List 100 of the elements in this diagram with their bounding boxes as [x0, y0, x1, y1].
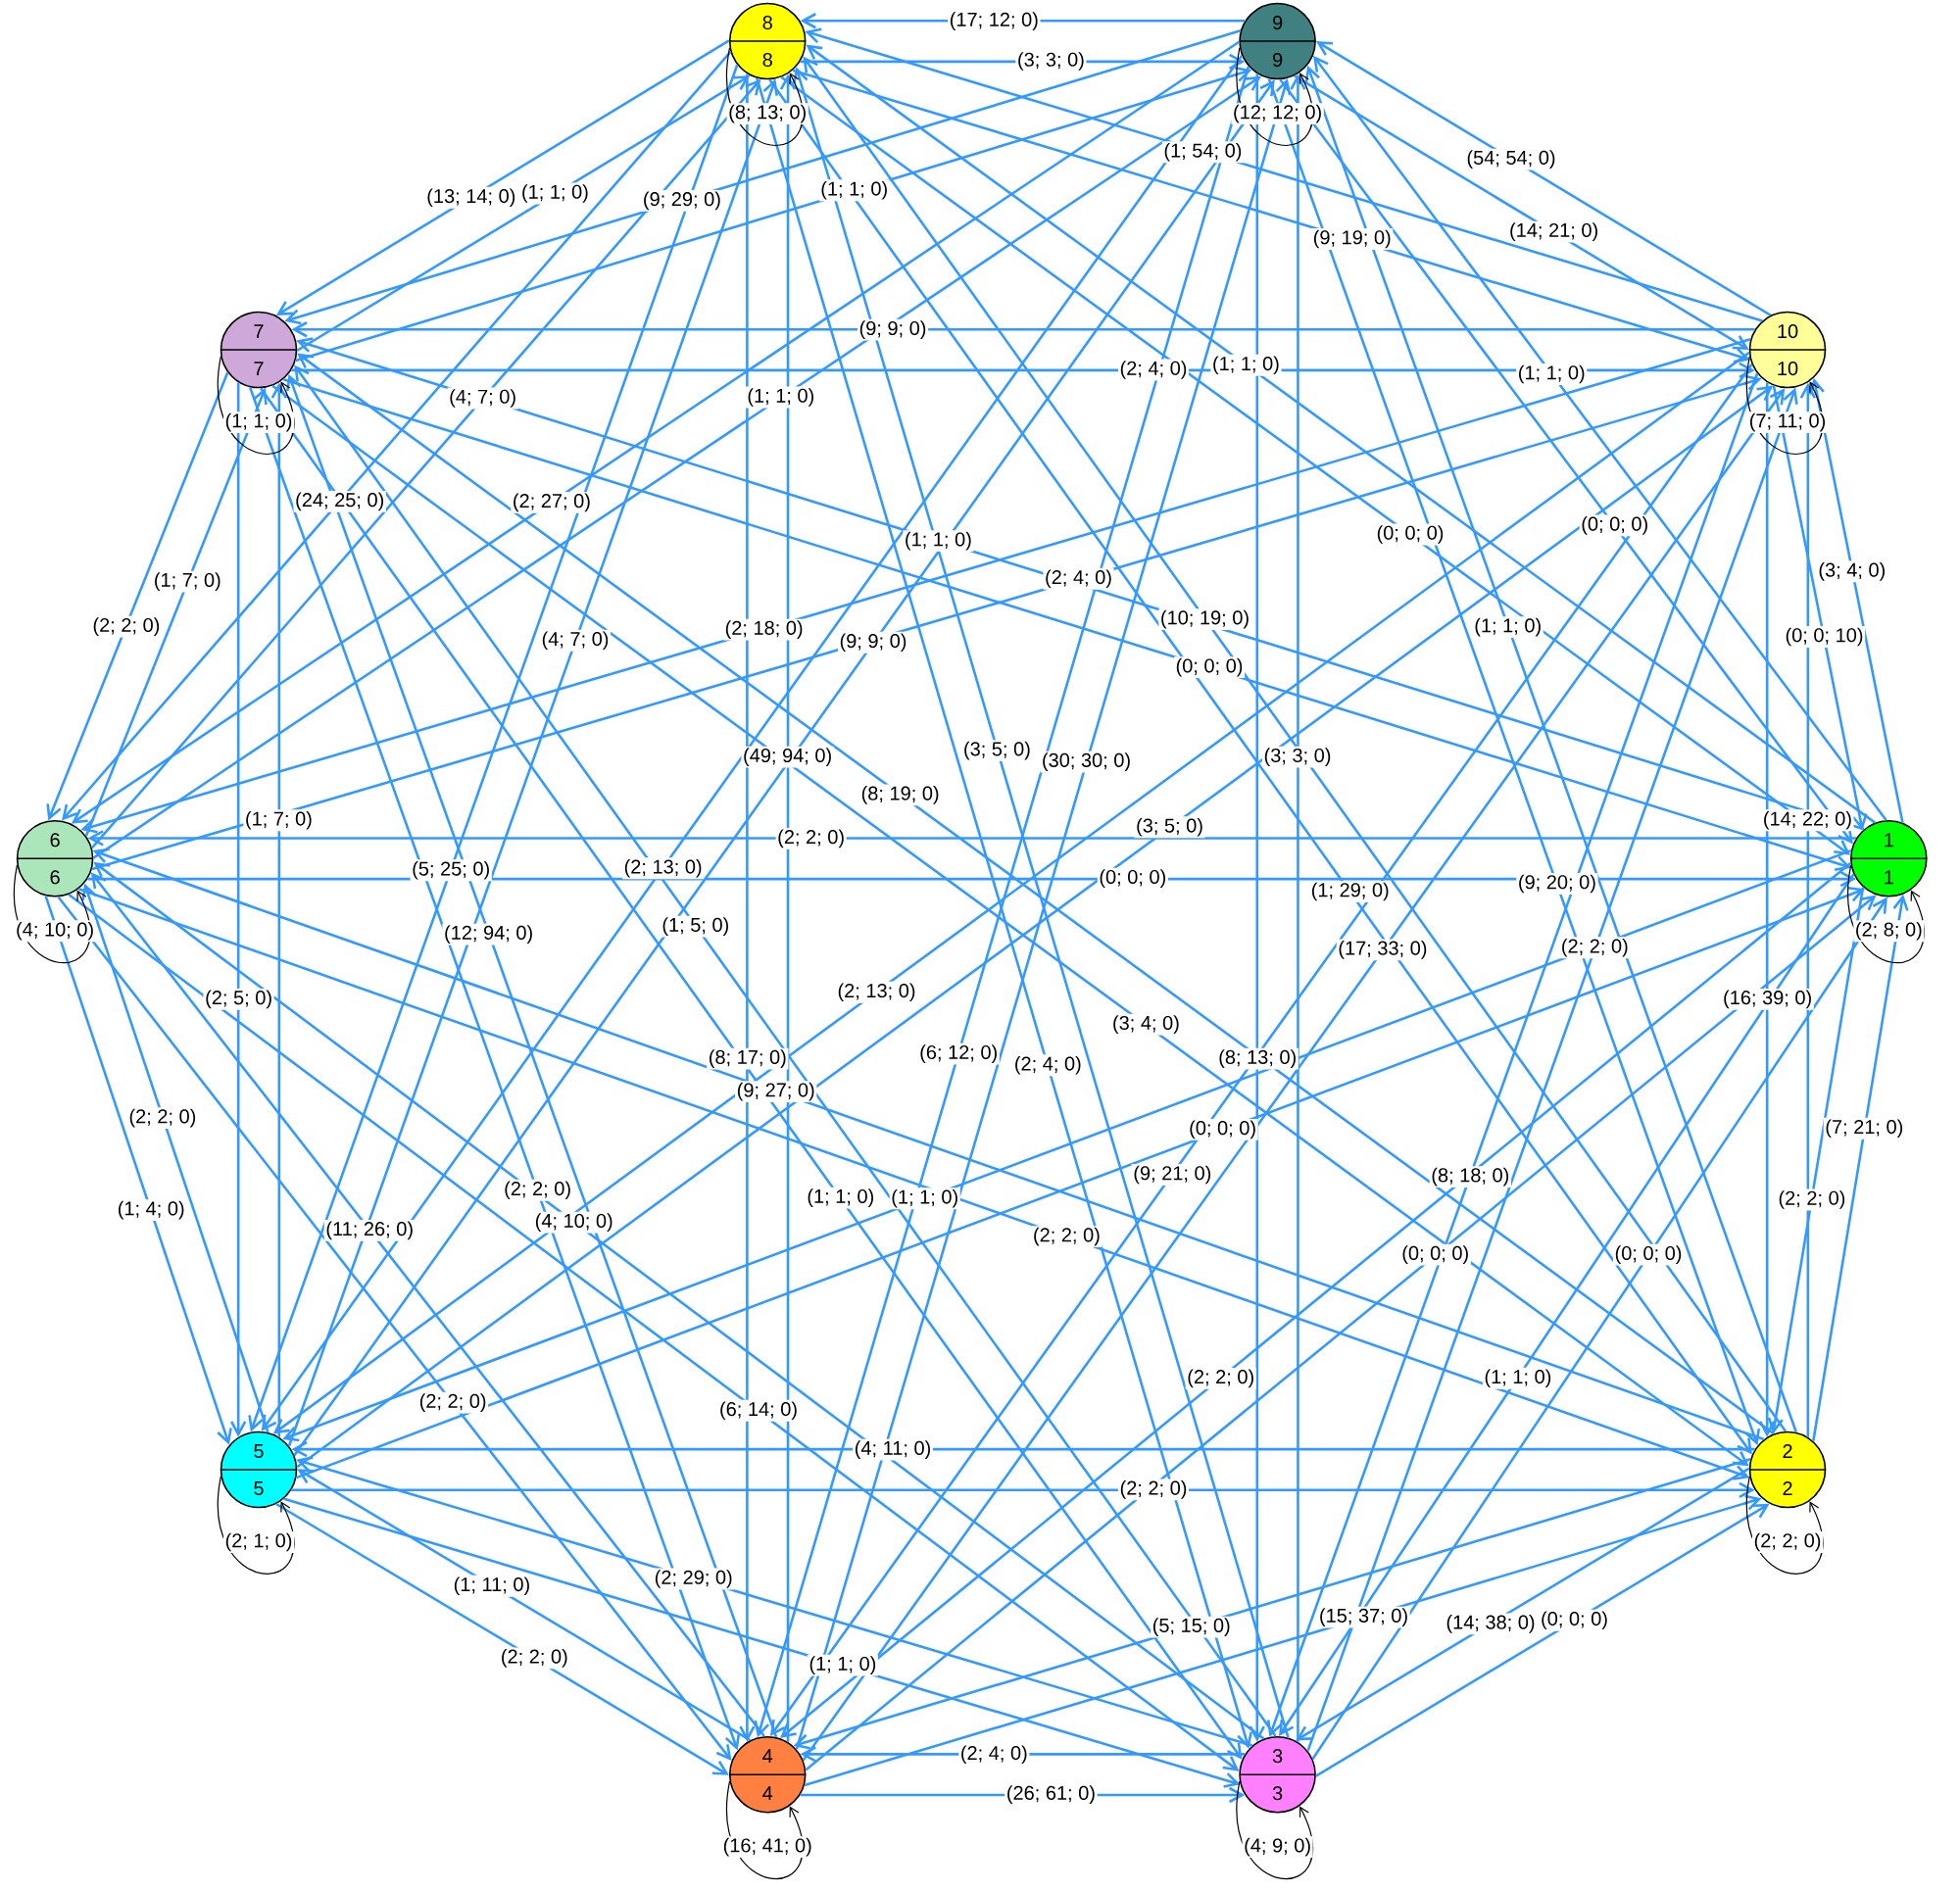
- edge-label: (2; 5; 0): [203, 988, 274, 1010]
- arrow: [284, 29, 1242, 325]
- arrow: [1315, 41, 1772, 316]
- loop-arrow: [1745, 1476, 1824, 1575]
- edge-label: (2; 18; 0): [723, 618, 806, 641]
- edge-label: (9; 29; 0): [641, 189, 723, 212]
- arrow: [81, 883, 270, 1433]
- edge-label: (9; 19; 0): [1311, 228, 1394, 250]
- arrow: [297, 1469, 752, 1742]
- edge-label: (1; 7; 0): [152, 570, 223, 593]
- edge-label: (2; 4; 0): [958, 1743, 1030, 1766]
- arrow: [1290, 73, 1306, 1742]
- edge-label: (0; 0; 10): [1783, 626, 1866, 648]
- arrow: [739, 73, 756, 1742]
- edge-label: (9; 21; 0): [1131, 1164, 1213, 1186]
- edge-label: (2; 29; 0): [653, 1568, 735, 1590]
- edge-label: (0; 0; 0): [1579, 514, 1650, 537]
- arrow: [1267, 77, 1761, 1446]
- arrow: [287, 78, 778, 1447]
- edge-label: (1; 5; 0): [660, 915, 731, 938]
- edge-label: (0; 0; 0): [1187, 1118, 1258, 1140]
- edge-label: (10; 19; 0): [1158, 608, 1251, 630]
- arrow: [87, 830, 1856, 847]
- edge-label: (14; 38; 0): [1444, 1613, 1538, 1635]
- edge-label: (9; 27; 0): [735, 1081, 817, 1103]
- edge-label: (2; 27; 0): [511, 491, 593, 513]
- arrow: [804, 1494, 1762, 1787]
- arrow: [793, 1457, 1751, 1750]
- edge-label: (1; 11; 0): [452, 1575, 532, 1597]
- arrow: [270, 382, 287, 1437]
- arrow: [1812, 894, 1909, 1441]
- edge-label: (1; 29; 0): [1309, 881, 1392, 902]
- edge-label: (4; 7; 0): [447, 387, 518, 410]
- edge-label: (6; 12; 0): [917, 1042, 1000, 1065]
- edge-label: (2; 13; 0): [835, 981, 918, 1003]
- arrow: [291, 1481, 1755, 1498]
- arrow: [1759, 382, 1776, 1437]
- edge-label: (4; 11; 0): [853, 1438, 933, 1461]
- edge-label: (2; 13; 0): [622, 857, 705, 880]
- edge-label: (3; 4; 0): [1110, 1013, 1182, 1036]
- arrow: [248, 386, 741, 1751]
- edge-label: (1; 1; 0): [1472, 616, 1544, 638]
- edge-label: (30; 30; 0): [1040, 751, 1133, 773]
- arrow: [1266, 372, 1759, 1737]
- edge-label: (1; 1; 0): [1482, 1367, 1553, 1389]
- edge-label: (1; 1; 0): [1210, 354, 1282, 376]
- loop-arrow: [1847, 864, 1925, 963]
- arrow: [285, 373, 778, 1738]
- edge-label: (0; 0; 0): [1539, 1609, 1610, 1631]
- arrow: [296, 75, 751, 352]
- edge-label: (26; 61; 0): [1004, 1783, 1098, 1806]
- arrow: [1294, 74, 1749, 351]
- edge-label: (15; 37; 0): [1317, 1606, 1410, 1628]
- edge-label: (2; 2; 0): [126, 1107, 198, 1129]
- edge-label: (1; 54; 0): [1161, 141, 1245, 164]
- edge-label: (1; 1; 0): [903, 530, 974, 553]
- edge-label: (1; 1; 0): [745, 386, 816, 409]
- edge-label: (1; 7; 0): [243, 809, 315, 832]
- edge-label: (2; 8; 0): [1853, 920, 1925, 943]
- edge-label: (8; 19; 0): [859, 784, 942, 806]
- edge-label: (3; 4; 0): [1816, 560, 1887, 583]
- edge-label: (12; 94; 0): [442, 923, 535, 946]
- arrow: [1767, 887, 1865, 1434]
- edge-label: (1; 1; 0): [889, 1188, 960, 1210]
- arrow: [1306, 387, 1798, 1752]
- arrow: [230, 382, 247, 1437]
- arrow: [275, 1502, 729, 1775]
- arrow: [84, 387, 268, 837]
- edge-label: (2; 2; 0): [502, 1179, 573, 1201]
- edge-label: (3; 3; 0): [1261, 746, 1334, 768]
- arrow: [275, 39, 730, 316]
- edge-label: (9; 9; 0): [837, 631, 909, 654]
- edge-label: (0; 0; 0): [1173, 656, 1246, 679]
- edge-label: (2; 2; 0): [499, 1647, 570, 1670]
- edge-label: (9; 20; 0): [1516, 873, 1598, 895]
- arrow: [1249, 73, 1265, 1742]
- arrow: [295, 1456, 1253, 1747]
- edge-label: (1; 1; 0): [805, 1187, 876, 1209]
- edge-label: (54; 54; 0): [1464, 148, 1558, 170]
- edge-label: (1; 1; 0): [818, 179, 890, 202]
- arrow: [1808, 377, 1904, 823]
- edge-label: (16; 41; 0): [721, 1836, 814, 1859]
- arrow: [1311, 897, 1887, 1760]
- arrow: [1799, 382, 1816, 1437]
- edge-label: (7; 21; 0): [1823, 1117, 1905, 1139]
- edge-label: (2; 4; 0): [1043, 567, 1114, 590]
- edge-label: (1; 1; 0): [807, 1654, 878, 1676]
- edge-label: (4; 9; 0): [1242, 1836, 1313, 1859]
- edge-label: (5; 25; 0): [410, 859, 492, 882]
- edge-label: (0; 0; 0): [1374, 523, 1446, 546]
- edge-label: (5; 15; 0): [1151, 1616, 1233, 1638]
- arrow: [46, 371, 229, 821]
- arrow: [1304, 65, 1798, 1433]
- edge-label: (1; 1; 0): [1516, 364, 1588, 385]
- edge-label: (4; 10; 0): [533, 1211, 615, 1234]
- edge-label: (2; 2; 0): [1751, 1531, 1824, 1553]
- arrow: [295, 66, 1252, 363]
- edge-label: (2; 2; 0): [417, 1391, 489, 1414]
- loop-arrow: [217, 356, 295, 455]
- edge-label: (1; 4; 0): [116, 1199, 187, 1221]
